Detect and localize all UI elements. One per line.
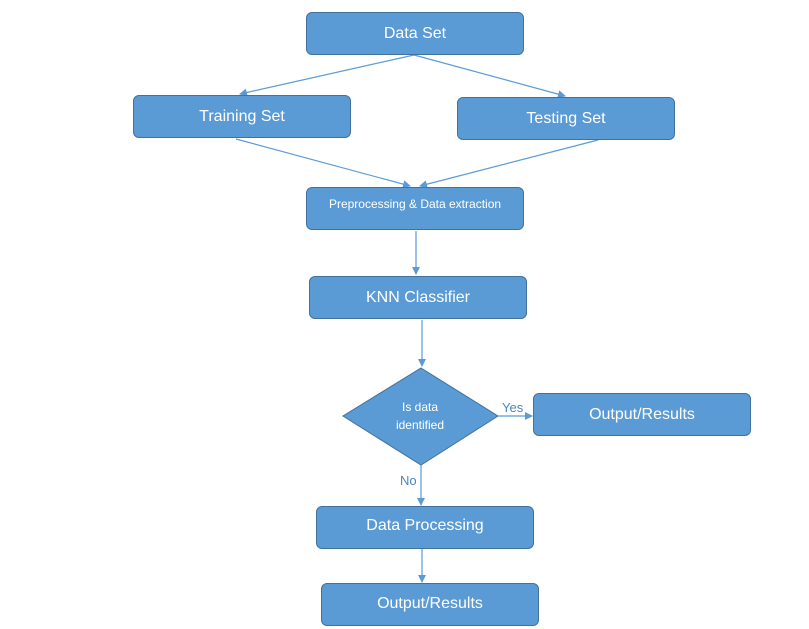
node-data-set: Data Set (306, 12, 524, 55)
node-data-processing: Data Processing (316, 506, 534, 549)
node-output-results-yes: Output/Results (533, 393, 751, 436)
decision-label-line1: Is data (401, 400, 439, 414)
node-output-results-final: Output/Results (321, 583, 539, 626)
edge-testing-to-preprocessing (419, 139, 599, 189)
edge-training-to-preprocessing (235, 138, 411, 189)
decision-label-line2: identified (395, 418, 445, 432)
edge-dataset-to-training (239, 54, 415, 97)
node-testing-set: Testing Set (457, 97, 675, 140)
edge-label-yes: Yes (502, 400, 524, 415)
node-training-set: Training Set (133, 95, 351, 138)
edge-label-no: No (400, 473, 417, 488)
node-preprocessing: Preprocessing & Data extraction (306, 187, 524, 230)
node-knn-classifier: KNN Classifier (309, 276, 527, 319)
decision-label: Is data identified (365, 398, 475, 434)
edge-dataset-to-testing (413, 54, 566, 99)
